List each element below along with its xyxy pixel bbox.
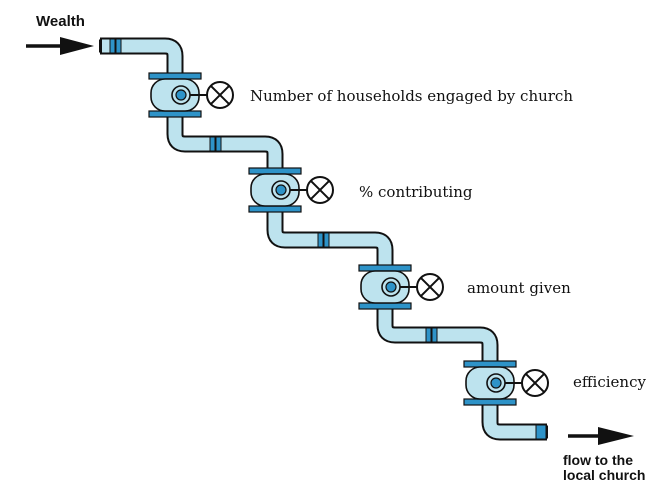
valve-households xyxy=(148,72,234,118)
circled-x-icon xyxy=(521,369,549,397)
output-label-line1: flow to the xyxy=(563,452,633,468)
valve-label-contributing: % contributing xyxy=(359,183,473,201)
circled-x-icon xyxy=(206,81,234,109)
valve-core xyxy=(275,184,287,196)
valve-core xyxy=(490,377,502,389)
pipe-joints xyxy=(109,38,547,440)
circled-x-icon xyxy=(306,176,334,204)
joint-band xyxy=(317,232,330,248)
valve-flange-top xyxy=(463,360,517,368)
valve-flange-bottom xyxy=(463,398,517,406)
valve-flange-bottom xyxy=(148,110,202,118)
valve-flange-bottom xyxy=(248,205,302,213)
valve-label-efficiency: efficiency xyxy=(573,373,646,391)
valve-label-amount: amount given xyxy=(467,279,571,297)
valve-flange-top xyxy=(358,264,412,272)
output-label-line2: local church xyxy=(563,467,645,483)
valve-efficiency xyxy=(463,360,549,406)
valve-flange-top xyxy=(248,167,302,175)
valve-amount xyxy=(358,264,444,310)
valve-flange-top xyxy=(148,72,202,80)
joint-band xyxy=(109,38,122,54)
valve-core xyxy=(385,281,397,293)
valve-flange-bottom xyxy=(358,302,412,310)
valve-label-households: Number of households engaged by church xyxy=(250,87,573,105)
valve-contributing xyxy=(248,167,334,213)
input-arrow-icon xyxy=(26,37,94,55)
input-label: Wealth xyxy=(36,13,85,30)
joint-band xyxy=(535,424,547,440)
joint-band xyxy=(425,327,438,343)
circled-x-icon xyxy=(416,273,444,301)
valves xyxy=(148,72,549,406)
valve-core xyxy=(175,89,187,101)
output-arrow-icon xyxy=(568,427,634,445)
joint-band xyxy=(209,136,222,152)
